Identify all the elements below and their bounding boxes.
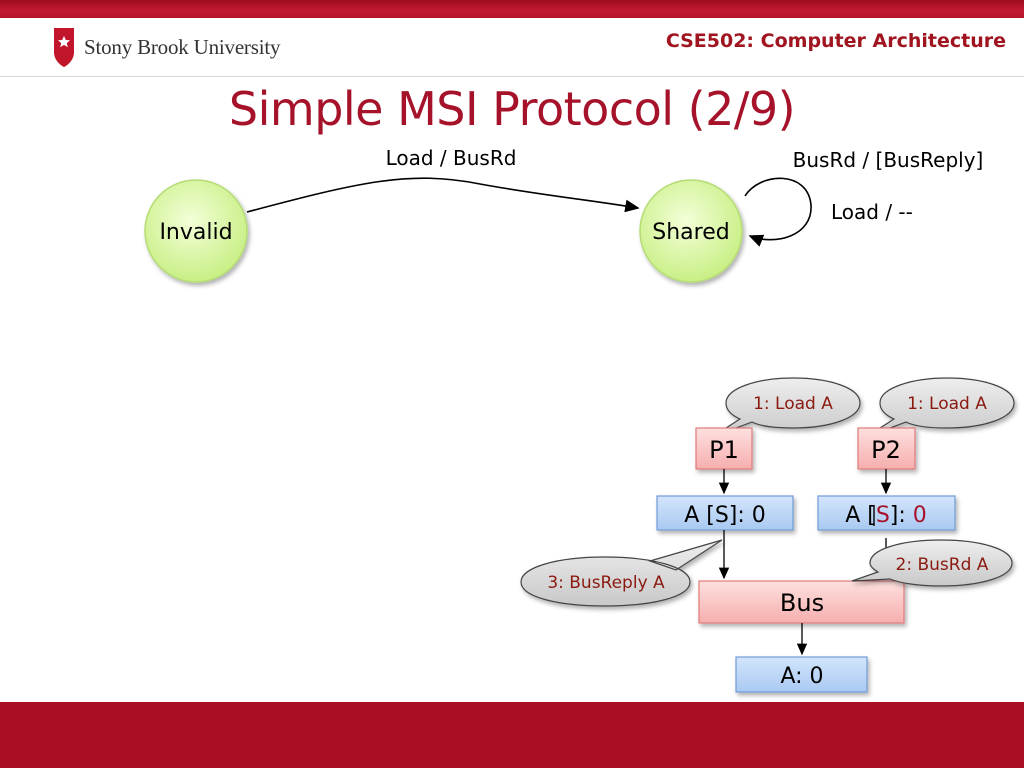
- cache-p1-label: A [S]: 0: [684, 503, 766, 528]
- header-divider: [0, 76, 1024, 77]
- state-invalid: [144, 179, 248, 283]
- callout-busreply: [520, 539, 723, 607]
- transition-arrow-invalid-to-shared: [246, 177, 640, 213]
- state-shared: [639, 179, 743, 283]
- footer-bar: [0, 702, 1024, 768]
- cache-p2-state: S: [876, 503, 890, 528]
- top-accent-bar: [0, 0, 1024, 18]
- callout-p1-load: [711, 377, 861, 438]
- processor-p2-label: P2: [871, 436, 901, 464]
- transition-label: Load / BusRd: [386, 146, 517, 170]
- university-logo: Stony Brook University: [52, 26, 280, 68]
- cache-p2: [817, 495, 956, 531]
- cache-p2-label: A [S]: 0: [845, 503, 927, 528]
- processor-p1-label: P1: [709, 436, 739, 464]
- callout-p2-load: [865, 377, 1015, 438]
- callout-p1-text: 1: Load A: [753, 394, 833, 414]
- university-shield-icon: [54, 28, 74, 67]
- slide-title: Simple MSI Protocol (2/9): [228, 82, 796, 136]
- bus: [698, 580, 905, 624]
- cache-p1: [656, 495, 794, 531]
- memory-label: A: 0: [780, 664, 823, 689]
- cache-p2-value: 0: [913, 503, 927, 528]
- self-loop-label-load: Load / --: [831, 200, 913, 224]
- processor-p1: [695, 427, 753, 470]
- university-name: Stony Brook University: [84, 34, 281, 59]
- state-shared-label: Shared: [652, 220, 729, 245]
- self-loop-arrow: [744, 177, 812, 247]
- bus-label: Bus: [780, 589, 824, 617]
- state-invalid-label: Invalid: [159, 220, 232, 245]
- self-loop-label-busrd: BusRd / [BusReply]: [793, 148, 984, 172]
- callout-busrd: [851, 539, 1013, 587]
- course-title: CSE502: Computer Architecture: [665, 30, 1006, 52]
- memory: [735, 656, 868, 693]
- callout-busrd-text: 2: BusRd A: [896, 555, 989, 575]
- callout-busreply-text: 3: BusReply A: [547, 573, 665, 593]
- processor-p2: [857, 427, 916, 470]
- callout-p2-text: 1: Load A: [907, 394, 987, 414]
